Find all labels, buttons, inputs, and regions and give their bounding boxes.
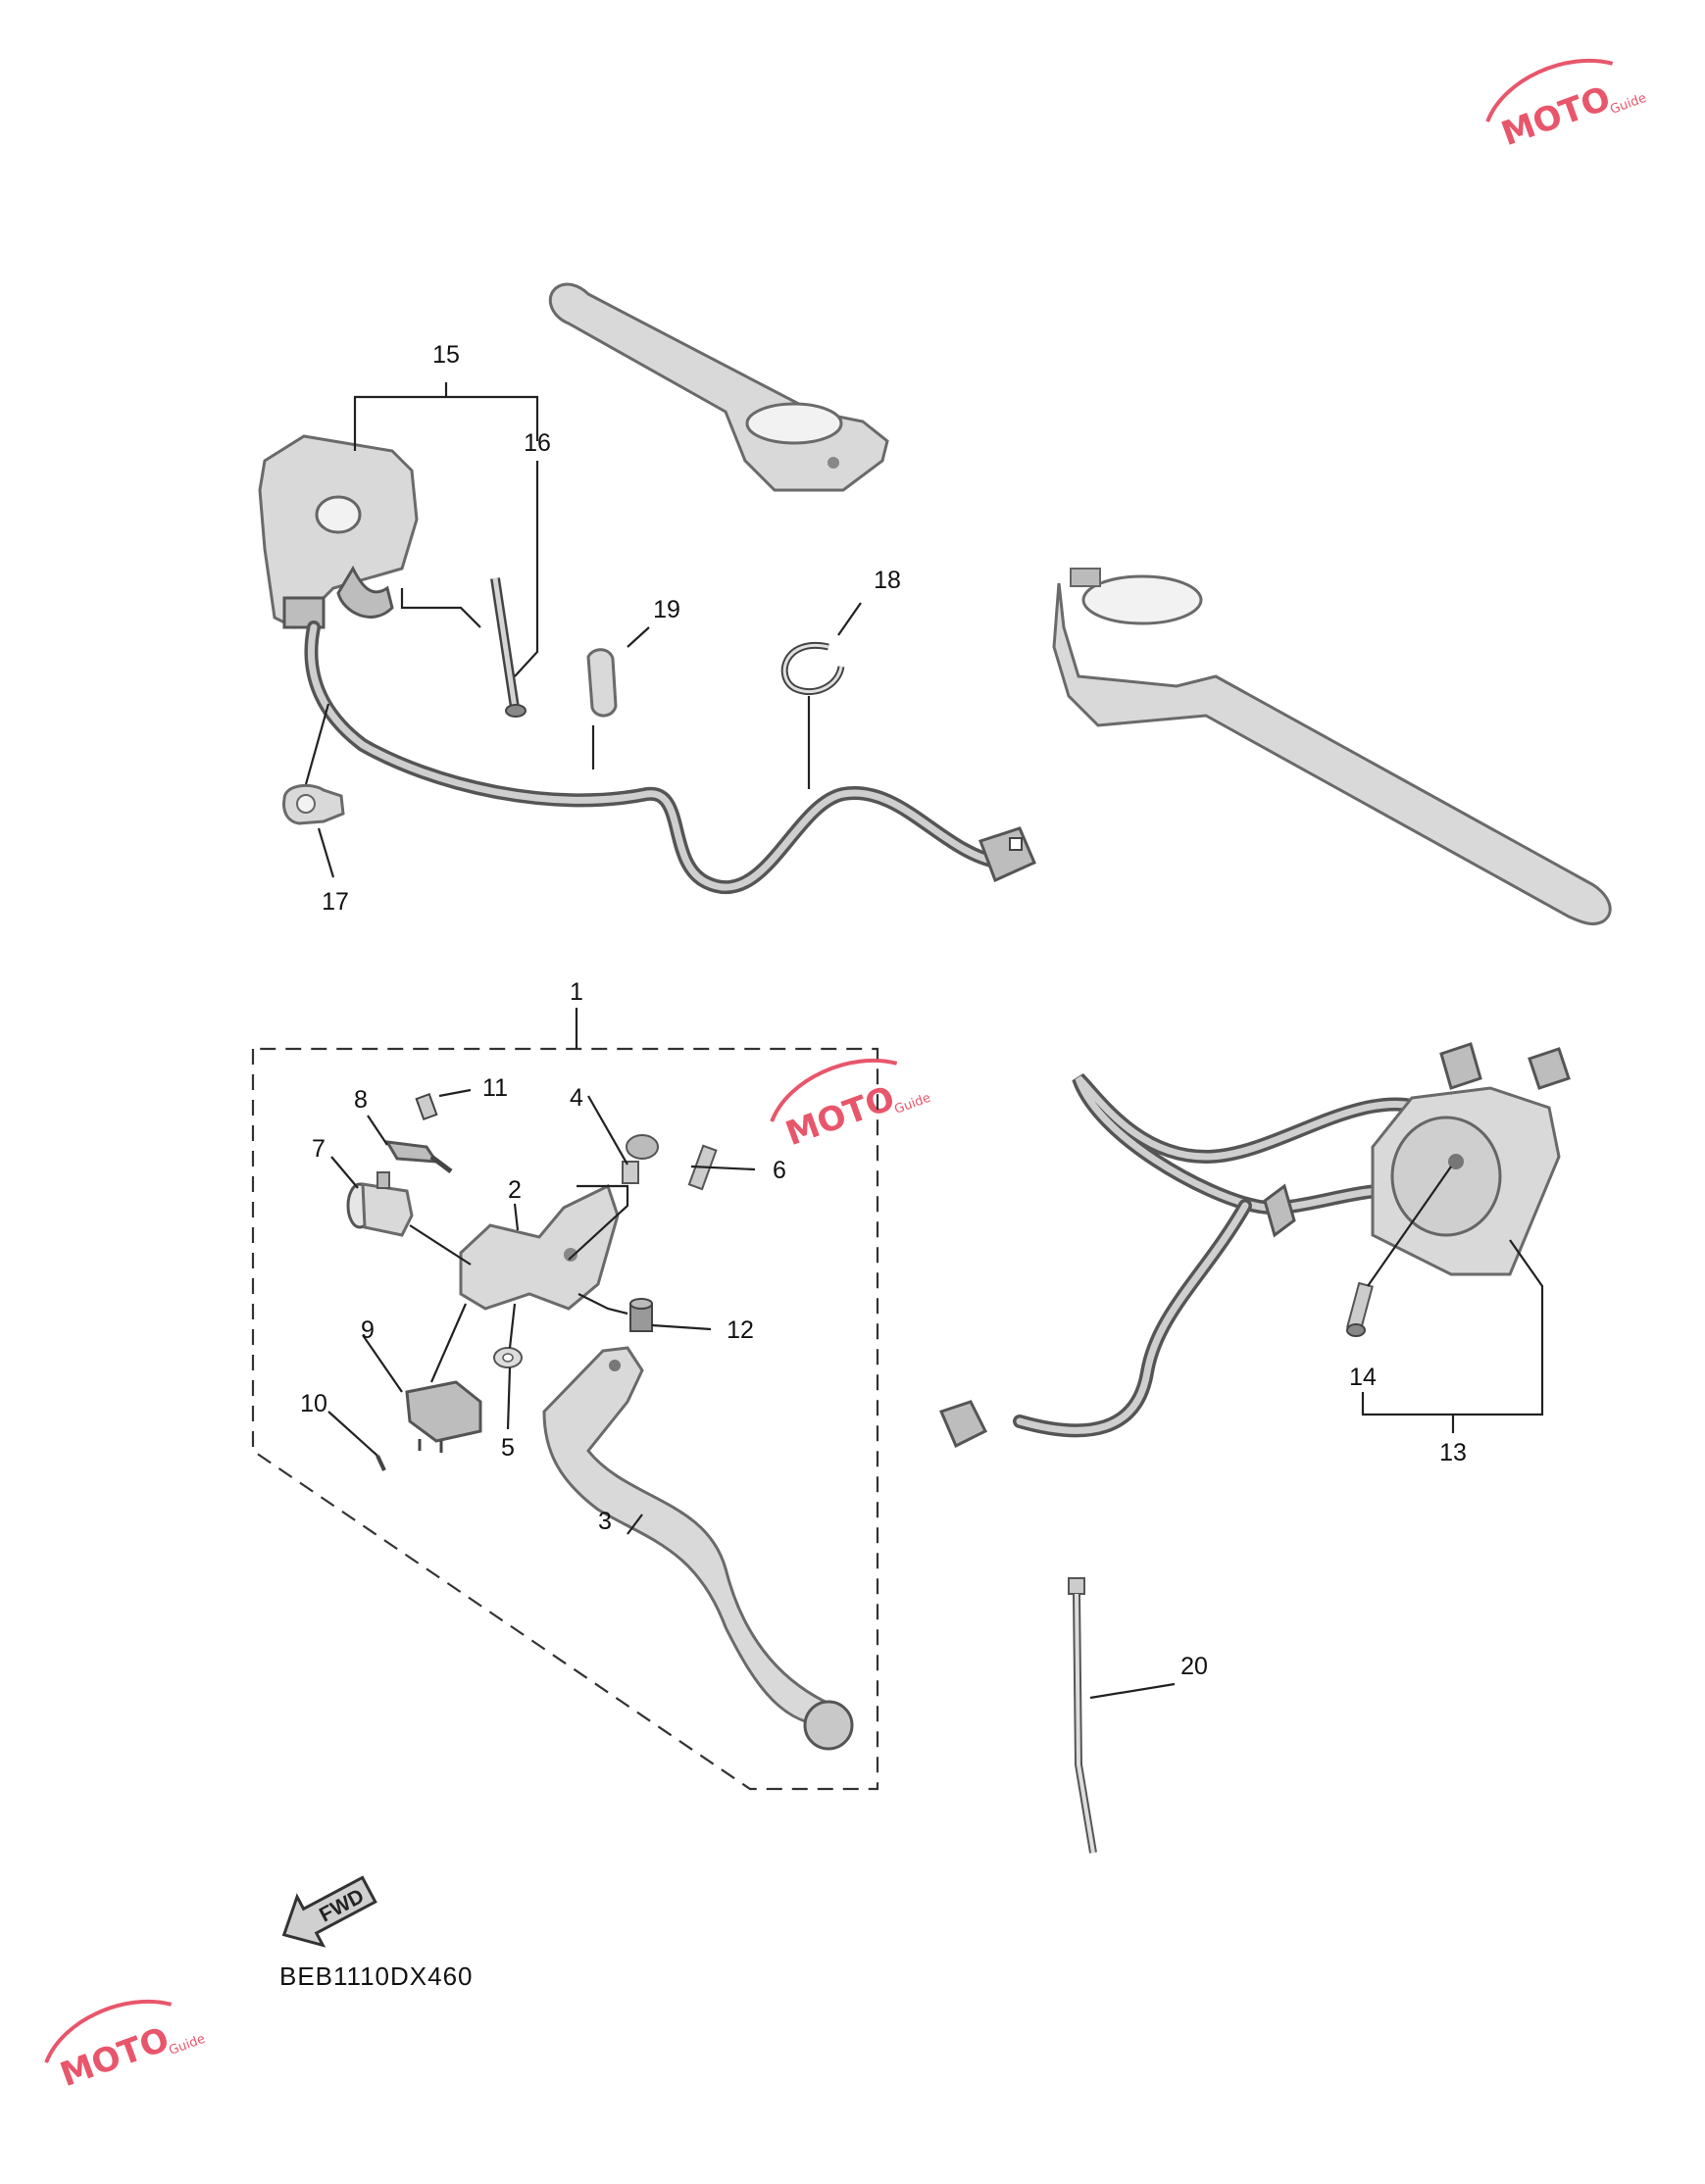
cable-tie-20 <box>1068 1577 1176 1854</box>
watermark-sub: Guide <box>892 1091 932 1117</box>
leaders-top <box>304 382 862 878</box>
callout-13: 13 <box>1439 1439 1467 1466</box>
callout-16: 16 <box>524 429 551 457</box>
watermark-top-right: MOTO Guide <box>1485 58 1648 154</box>
screw-16 <box>490 577 527 718</box>
watermark-bottom-left: MOTO Guide <box>44 1999 207 2095</box>
callout-6: 6 <box>773 1157 786 1184</box>
callout-7: 7 <box>312 1135 326 1163</box>
watermark-brand: MOTO <box>55 2019 175 2095</box>
screw-14 <box>1346 1281 1374 1337</box>
watermark-center: MOTO Guide <box>770 1058 932 1154</box>
part-9 <box>405 1380 482 1453</box>
callout-15: 15 <box>432 341 460 369</box>
part-4 <box>622 1134 659 1184</box>
watermark-sub: Guide <box>167 2032 207 2059</box>
leaders-right <box>1361 1166 1544 1433</box>
callout-2: 2 <box>508 1176 522 1204</box>
part-2 <box>459 1183 620 1311</box>
callout-14: 14 <box>1349 1364 1377 1391</box>
handlebar-right-reference <box>1052 568 1612 925</box>
watermark-brand: MOTO <box>1496 78 1616 154</box>
callout-10: 10 <box>300 1390 327 1417</box>
drawing-code: BEB1110DX460 <box>279 1961 474 1991</box>
clip-18 <box>780 641 845 696</box>
part-3-lever <box>542 1346 854 1751</box>
band-19 <box>586 648 618 718</box>
callout-9: 9 <box>361 1316 375 1344</box>
callout-8: 8 <box>354 1086 368 1114</box>
callout-12: 12 <box>727 1316 754 1344</box>
part-12 <box>629 1298 653 1332</box>
callout-1: 1 <box>570 978 583 1006</box>
callout-3: 3 <box>598 1508 612 1535</box>
right-handlebar-switch <box>938 1042 1571 1449</box>
callout-19: 19 <box>653 596 680 623</box>
watermark-sub: Guide <box>1608 91 1648 118</box>
clamp-17 <box>282 783 345 825</box>
callout-20: 20 <box>1180 1653 1208 1680</box>
callout-18: 18 <box>874 567 901 594</box>
switch-connector <box>978 826 1036 883</box>
watermark-brand: MOTO <box>780 1078 900 1154</box>
part-8 <box>384 1140 453 1173</box>
callout-4: 4 <box>570 1084 583 1112</box>
part-7 <box>346 1171 414 1237</box>
switch-wire-harness <box>304 620 1007 895</box>
leaders-kit <box>327 1088 756 1535</box>
part-11 <box>415 1092 438 1121</box>
callout-11: 11 <box>482 1074 508 1102</box>
part-10 <box>376 1455 386 1471</box>
kit-1-border <box>251 1008 879 1791</box>
part-5 <box>493 1347 523 1368</box>
left-handlebar-switch <box>258 434 419 629</box>
forward-arrow: FWD <box>281 1875 377 1948</box>
callout-5: 5 <box>501 1434 515 1462</box>
handlebar-left-reference <box>548 282 889 492</box>
callout-labels: 1 2 3 4 5 6 7 8 9 10 11 12 13 14 15 16 1… <box>300 341 1467 1680</box>
callout-17: 17 <box>322 888 349 916</box>
